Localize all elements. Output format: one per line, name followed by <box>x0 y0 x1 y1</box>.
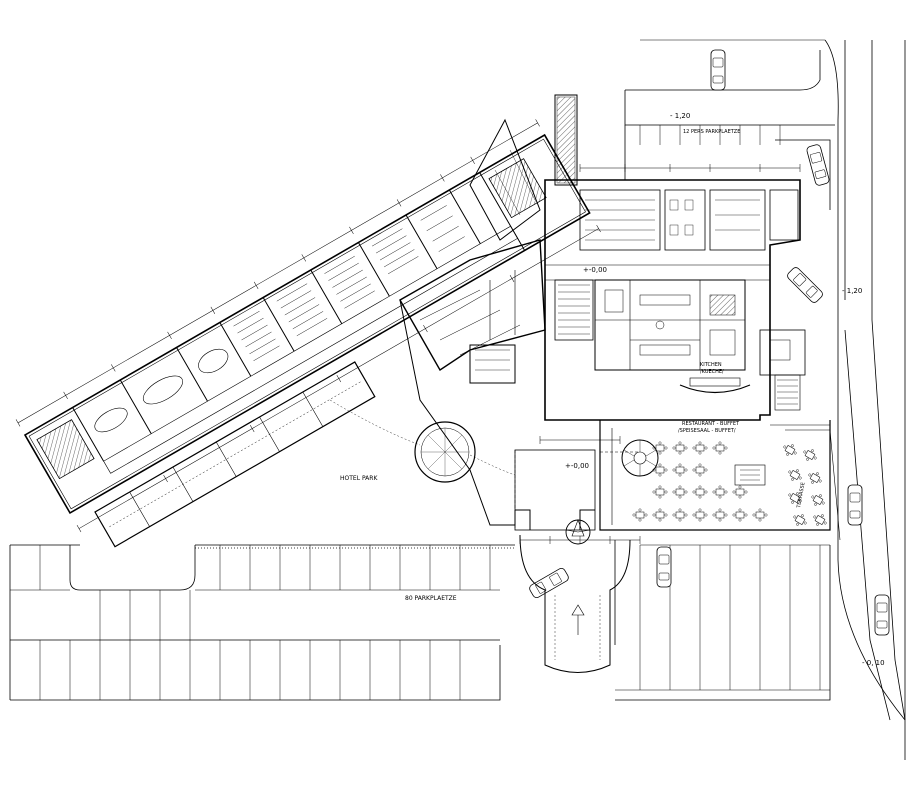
spiral-staircase <box>621 439 659 477</box>
kitchen-label: KITCHEN <box>700 362 722 368</box>
car-icon <box>656 546 672 588</box>
park-paths <box>329 399 516 476</box>
level-zero-center: +-0,00 <box>583 266 607 274</box>
car-icon <box>785 265 825 305</box>
kueche-label: /KUECHE/ <box>700 369 724 375</box>
restaurant-tables <box>632 441 768 522</box>
dimension-lines <box>514 164 801 544</box>
main-building <box>514 94 831 531</box>
hotel-park-label: HOTEL PARK <box>340 475 378 482</box>
parking-lot-80 <box>9 544 515 701</box>
speisesaal-label: /SPEISESAAL - BUFFET/ <box>678 428 736 434</box>
entrance-driveway <box>519 519 631 673</box>
level-minus-010: - 0, 10 <box>862 659 885 667</box>
parking-right <box>614 540 831 701</box>
car-icon <box>874 594 890 636</box>
hotel-wing-diagonal <box>15 119 601 533</box>
hotel-wing-lower <box>94 361 376 548</box>
car-icon <box>805 143 831 187</box>
terrasse-label: TERRASSE <box>796 482 807 510</box>
round-pavilion <box>414 421 476 483</box>
parking-lot-12 <box>624 39 835 210</box>
drawing-labels: HOTEL PARK 80 PARKPLAETZE 12 PERS PARKPL… <box>340 112 885 667</box>
parking-80-label: 80 PARKPLAETZE <box>405 595 457 602</box>
level-zero-entrance: +-0,00 <box>565 462 589 470</box>
level-minus-120-top: - 1,20 <box>670 112 690 120</box>
restaurant-label: RESTAURANT - BUFFET <box>682 421 740 427</box>
parking-12-label: 12 PERS PARKPLAETZE <box>683 129 740 135</box>
car-icon <box>710 49 726 91</box>
level-minus-120-right: - 1,20 <box>842 287 862 295</box>
road <box>824 39 906 760</box>
terrace-tables <box>780 429 841 541</box>
car-icon <box>847 484 863 526</box>
